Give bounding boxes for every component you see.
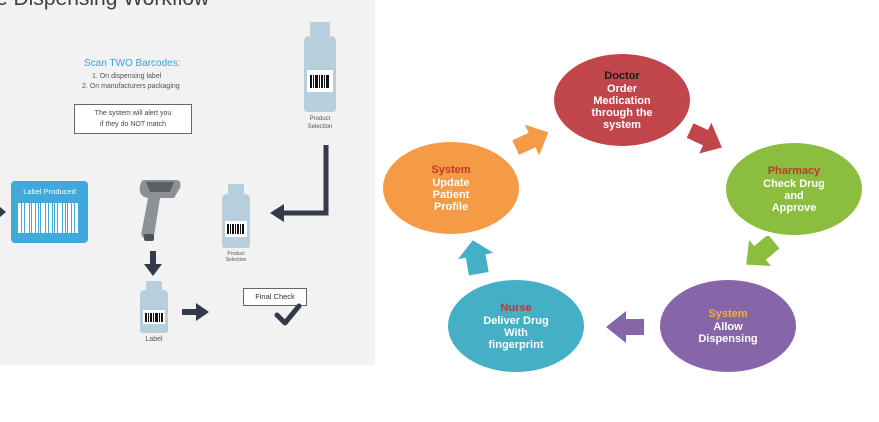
label-caption: Label xyxy=(145,336,163,343)
arrow-pharmacy-to-system-icon xyxy=(746,236,780,267)
node-doctor-desc-2: Medication xyxy=(593,94,651,107)
label-produced-text: Label Produced xyxy=(23,187,76,196)
down-arrow-icon xyxy=(144,251,162,276)
node-system-update-desc-1: Update xyxy=(432,176,470,189)
small-product-selection-label: Product Selection xyxy=(210,251,262,263)
node-system-allow-role: System xyxy=(708,307,748,320)
label-produced-card: Label Produced xyxy=(11,181,88,243)
node-nurse-desc-1: Deliver Drug xyxy=(483,314,549,327)
node-doctor: Doctor Order Medication through the syst… xyxy=(554,54,690,146)
label-bottle-icon xyxy=(140,281,168,333)
barcode-scanner-icon xyxy=(139,180,181,241)
node-system-allow: System Allow Dispensing xyxy=(660,280,796,372)
arrow-doctor-to-pharmacy-icon xyxy=(686,122,722,154)
scan-title: Scan TWO Barcodes: xyxy=(84,58,181,69)
node-system-allow-desc-1: Allow xyxy=(713,320,743,333)
small-bottle-icon xyxy=(222,184,250,248)
node-doctor-desc-4: system xyxy=(603,118,641,131)
node-system-update: System Update Patient Profile xyxy=(383,142,519,234)
node-system-allow-desc-2: Dispensing xyxy=(698,332,758,345)
node-pharmacy-desc-1: Check Drug xyxy=(763,177,825,190)
small-product-selection-line-2: Selection xyxy=(225,257,247,263)
node-nurse-role: Nurse xyxy=(500,301,532,314)
node-nurse-desc-3: fingerprint xyxy=(488,338,544,351)
right-arrow-icon xyxy=(182,303,209,321)
arrow-system-to-nurse-icon xyxy=(606,311,644,343)
node-doctor-role: Doctor xyxy=(604,69,640,82)
node-pharmacy-role: Pharmacy xyxy=(767,164,821,177)
alert-line-1: The system will alert you xyxy=(94,110,172,117)
product-bottle-icon xyxy=(304,22,336,112)
product-selection-label: Product Selection xyxy=(290,115,350,131)
node-doctor-desc-1: Order xyxy=(607,82,637,95)
product-selection-line-1: Product xyxy=(309,116,331,122)
arrow-system-to-doctor-icon xyxy=(512,124,549,156)
final-check-box: Final Check xyxy=(243,288,307,306)
workflow-title: e Dispensing Workflow xyxy=(0,0,209,11)
alert-line-2: if they do NOT match xyxy=(99,121,166,128)
incoming-arrow-icon xyxy=(0,207,6,217)
scan-item-1: 1. On dispensing label xyxy=(92,73,162,80)
scan-item-2: 2. On manufacturers packaging xyxy=(82,83,180,90)
dispensing-workflow-panel: e Dispensing Workflow Scan TWO Barcodes:… xyxy=(0,0,375,365)
node-doctor-desc-3: through the xyxy=(591,106,653,119)
node-system-update-desc-3: Profile xyxy=(433,200,469,213)
node-nurse: Nurse Deliver Drug With fingerprint xyxy=(448,280,584,372)
small-product-selection-line-1: Product xyxy=(227,251,245,257)
arrow-nurse-to-system-icon xyxy=(458,240,494,276)
checkmark-icon xyxy=(274,303,302,326)
node-pharmacy-desc-3: Approve xyxy=(771,201,817,214)
node-pharmacy: Pharmacy Check Drug and Approve xyxy=(726,143,862,235)
node-nurse-desc-2: With xyxy=(504,326,528,339)
node-system-update-desc-2: Patient xyxy=(432,188,470,201)
node-system-update-role: System xyxy=(431,163,471,176)
product-selection-line-2: Selection xyxy=(307,124,333,130)
label-barcode-icon xyxy=(18,203,78,233)
alert-box: The system will alert you if they do NOT… xyxy=(74,104,192,134)
connector-arrow-icon xyxy=(270,145,329,222)
node-pharmacy-desc-2: and xyxy=(784,189,804,202)
